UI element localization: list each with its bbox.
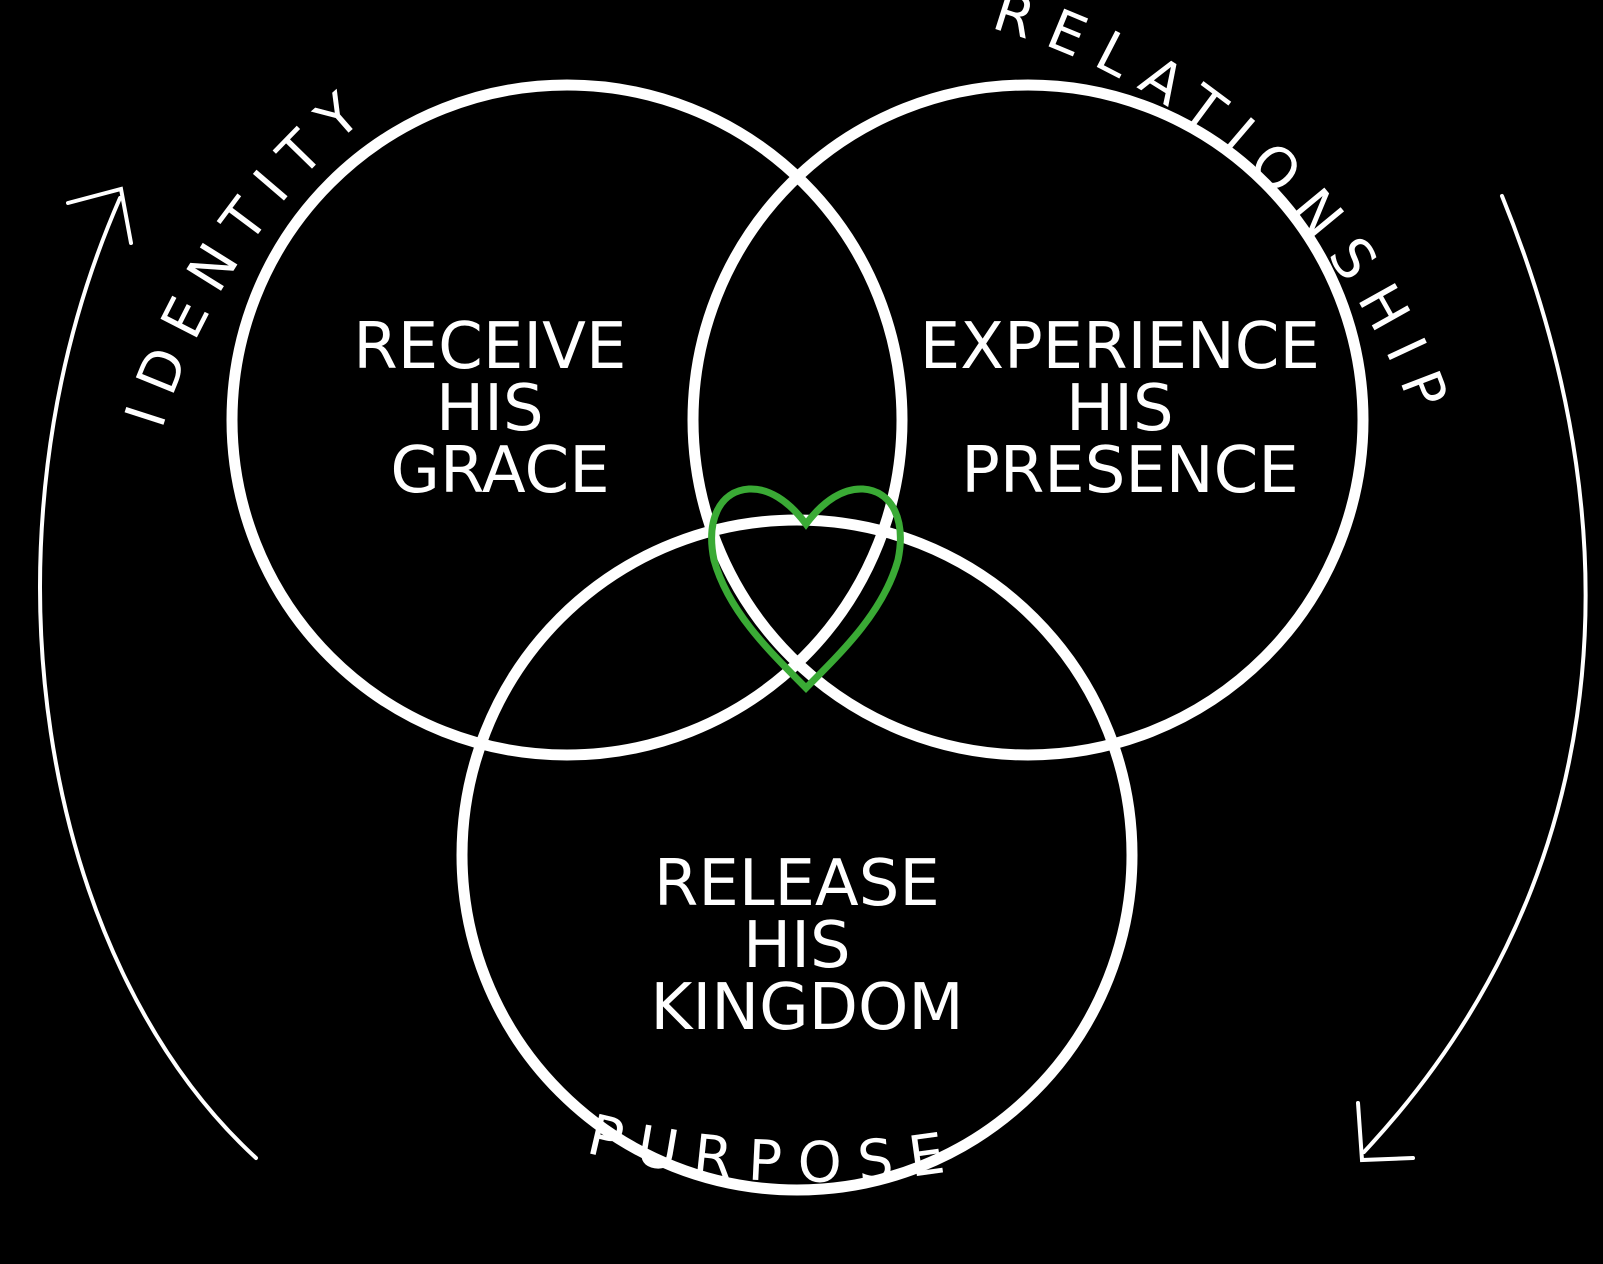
right-cycle-arc	[1362, 194, 1588, 1154]
label-receive-his-grace: RECEIVE HIS GRACE	[353, 310, 646, 508]
label-line: PRESENCE	[961, 434, 1299, 508]
label-experience-his-presence: EXPERIENCE HIS PRESENCE	[920, 310, 1340, 508]
circle-receive	[226, 79, 908, 761]
heart-icon	[708, 485, 904, 693]
arrow-down-left-icon	[1356, 1101, 1415, 1163]
circle-release	[456, 514, 1138, 1196]
label-line: KINGDOM	[650, 971, 963, 1045]
label-line: RECEIVE	[353, 310, 626, 384]
arrow-up-right-icon	[66, 186, 133, 245]
arc-label-purpose-text: PURPOSE	[582, 1103, 949, 1196]
label-line: HIS	[743, 909, 851, 983]
label-line: GRACE	[390, 434, 609, 508]
label-line: HIS	[1066, 372, 1174, 446]
label-line: EXPERIENCE	[920, 310, 1320, 384]
label-line: RELEASE	[654, 847, 940, 921]
arc-label-identity: IDENTITY	[113, 70, 385, 434]
label-line: HIS	[436, 372, 544, 446]
arc-label-identity-text: IDENTITY	[113, 70, 368, 434]
label-release-his-kingdom: RELEASE HIS KINGDOM	[650, 847, 963, 1045]
arc-label-purpose: PURPOSE	[582, 1103, 966, 1196]
left-cycle-arc	[38, 196, 258, 1160]
circle-experience	[687, 79, 1369, 761]
